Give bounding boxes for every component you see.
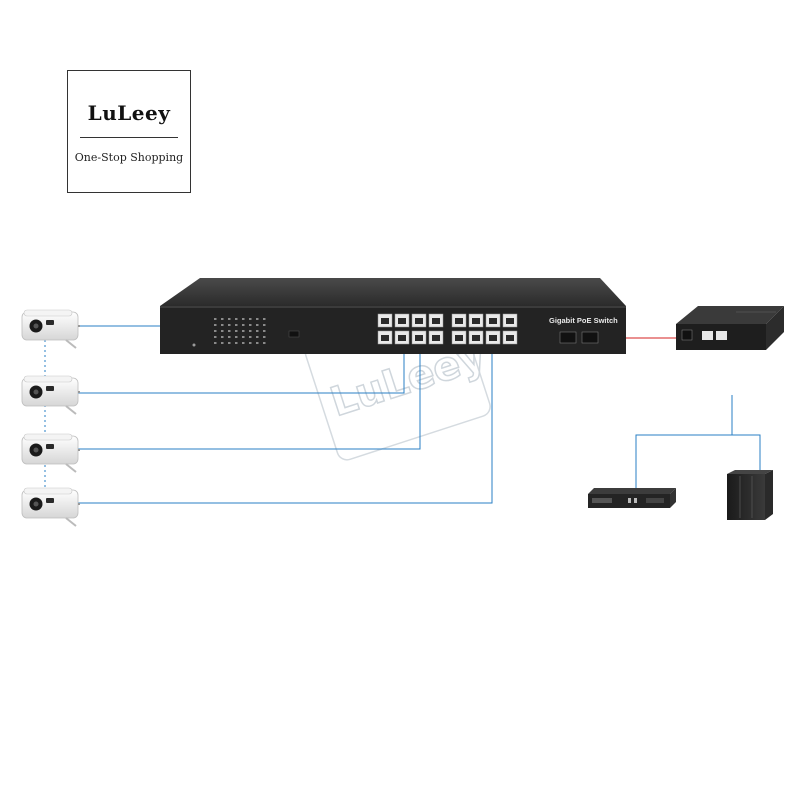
cable-nvr [635, 434, 761, 490]
logo-tagline: One-Stop Shopping [74, 151, 184, 164]
switch-led [235, 324, 238, 326]
switch-led [242, 324, 245, 326]
switch-led [228, 336, 231, 338]
switch-led [249, 342, 252, 344]
switch-led [256, 336, 259, 338]
switch-led [249, 336, 252, 338]
switch-led [235, 318, 238, 320]
switch-icon: Gigabit PoE Switch [160, 278, 626, 354]
switch-led [263, 342, 266, 344]
switch-led [242, 318, 245, 320]
camera-icon [21, 375, 80, 415]
logo-divider [80, 137, 178, 138]
switch-led [249, 330, 252, 332]
switch-title: Gigabit PoE Switch [549, 316, 618, 325]
switch-led [228, 324, 231, 326]
switch-led [242, 342, 245, 344]
switch-led [228, 330, 231, 332]
switch-port-block [377, 313, 518, 345]
logo-brand: LuLeey [87, 101, 171, 125]
switch-led [235, 336, 238, 338]
camera-icon [21, 487, 80, 527]
switch-led [256, 342, 259, 344]
switch-led [256, 318, 259, 320]
switch-led [228, 342, 231, 344]
switch-led-panel [214, 318, 266, 344]
switch-led [221, 318, 224, 320]
switch-led [221, 324, 224, 326]
switch-led [221, 342, 224, 344]
switch-led [242, 330, 245, 332]
switch-led [263, 318, 266, 320]
camera-icon [21, 433, 80, 473]
cable-camera-2 [78, 340, 405, 394]
switch-led [228, 318, 231, 320]
switch-led [214, 336, 217, 338]
switch-led [214, 318, 217, 320]
switch-led [256, 324, 259, 326]
switch-led [214, 324, 217, 326]
cable-camera-4 [78, 340, 493, 504]
switch-led [242, 336, 245, 338]
server-rack-icon [727, 470, 773, 520]
switch-led [235, 342, 238, 344]
switch-led [214, 342, 217, 344]
camera-group [21, 309, 80, 527]
switch-led [263, 336, 266, 338]
switch-led [249, 324, 252, 326]
switch-led [214, 330, 217, 332]
switch-led [221, 330, 224, 332]
switch-led [235, 330, 238, 332]
logo-box: LuLeey One-Stop Shopping [67, 70, 191, 193]
switch-led [263, 330, 266, 332]
switch-led [221, 336, 224, 338]
nvr-icon [588, 488, 676, 508]
cable-camera-3 [78, 340, 421, 450]
switch-led [256, 330, 259, 332]
media-converter-icon [676, 306, 784, 350]
switch-led [249, 318, 252, 320]
camera-icon [21, 309, 80, 349]
switch-led [263, 324, 266, 326]
